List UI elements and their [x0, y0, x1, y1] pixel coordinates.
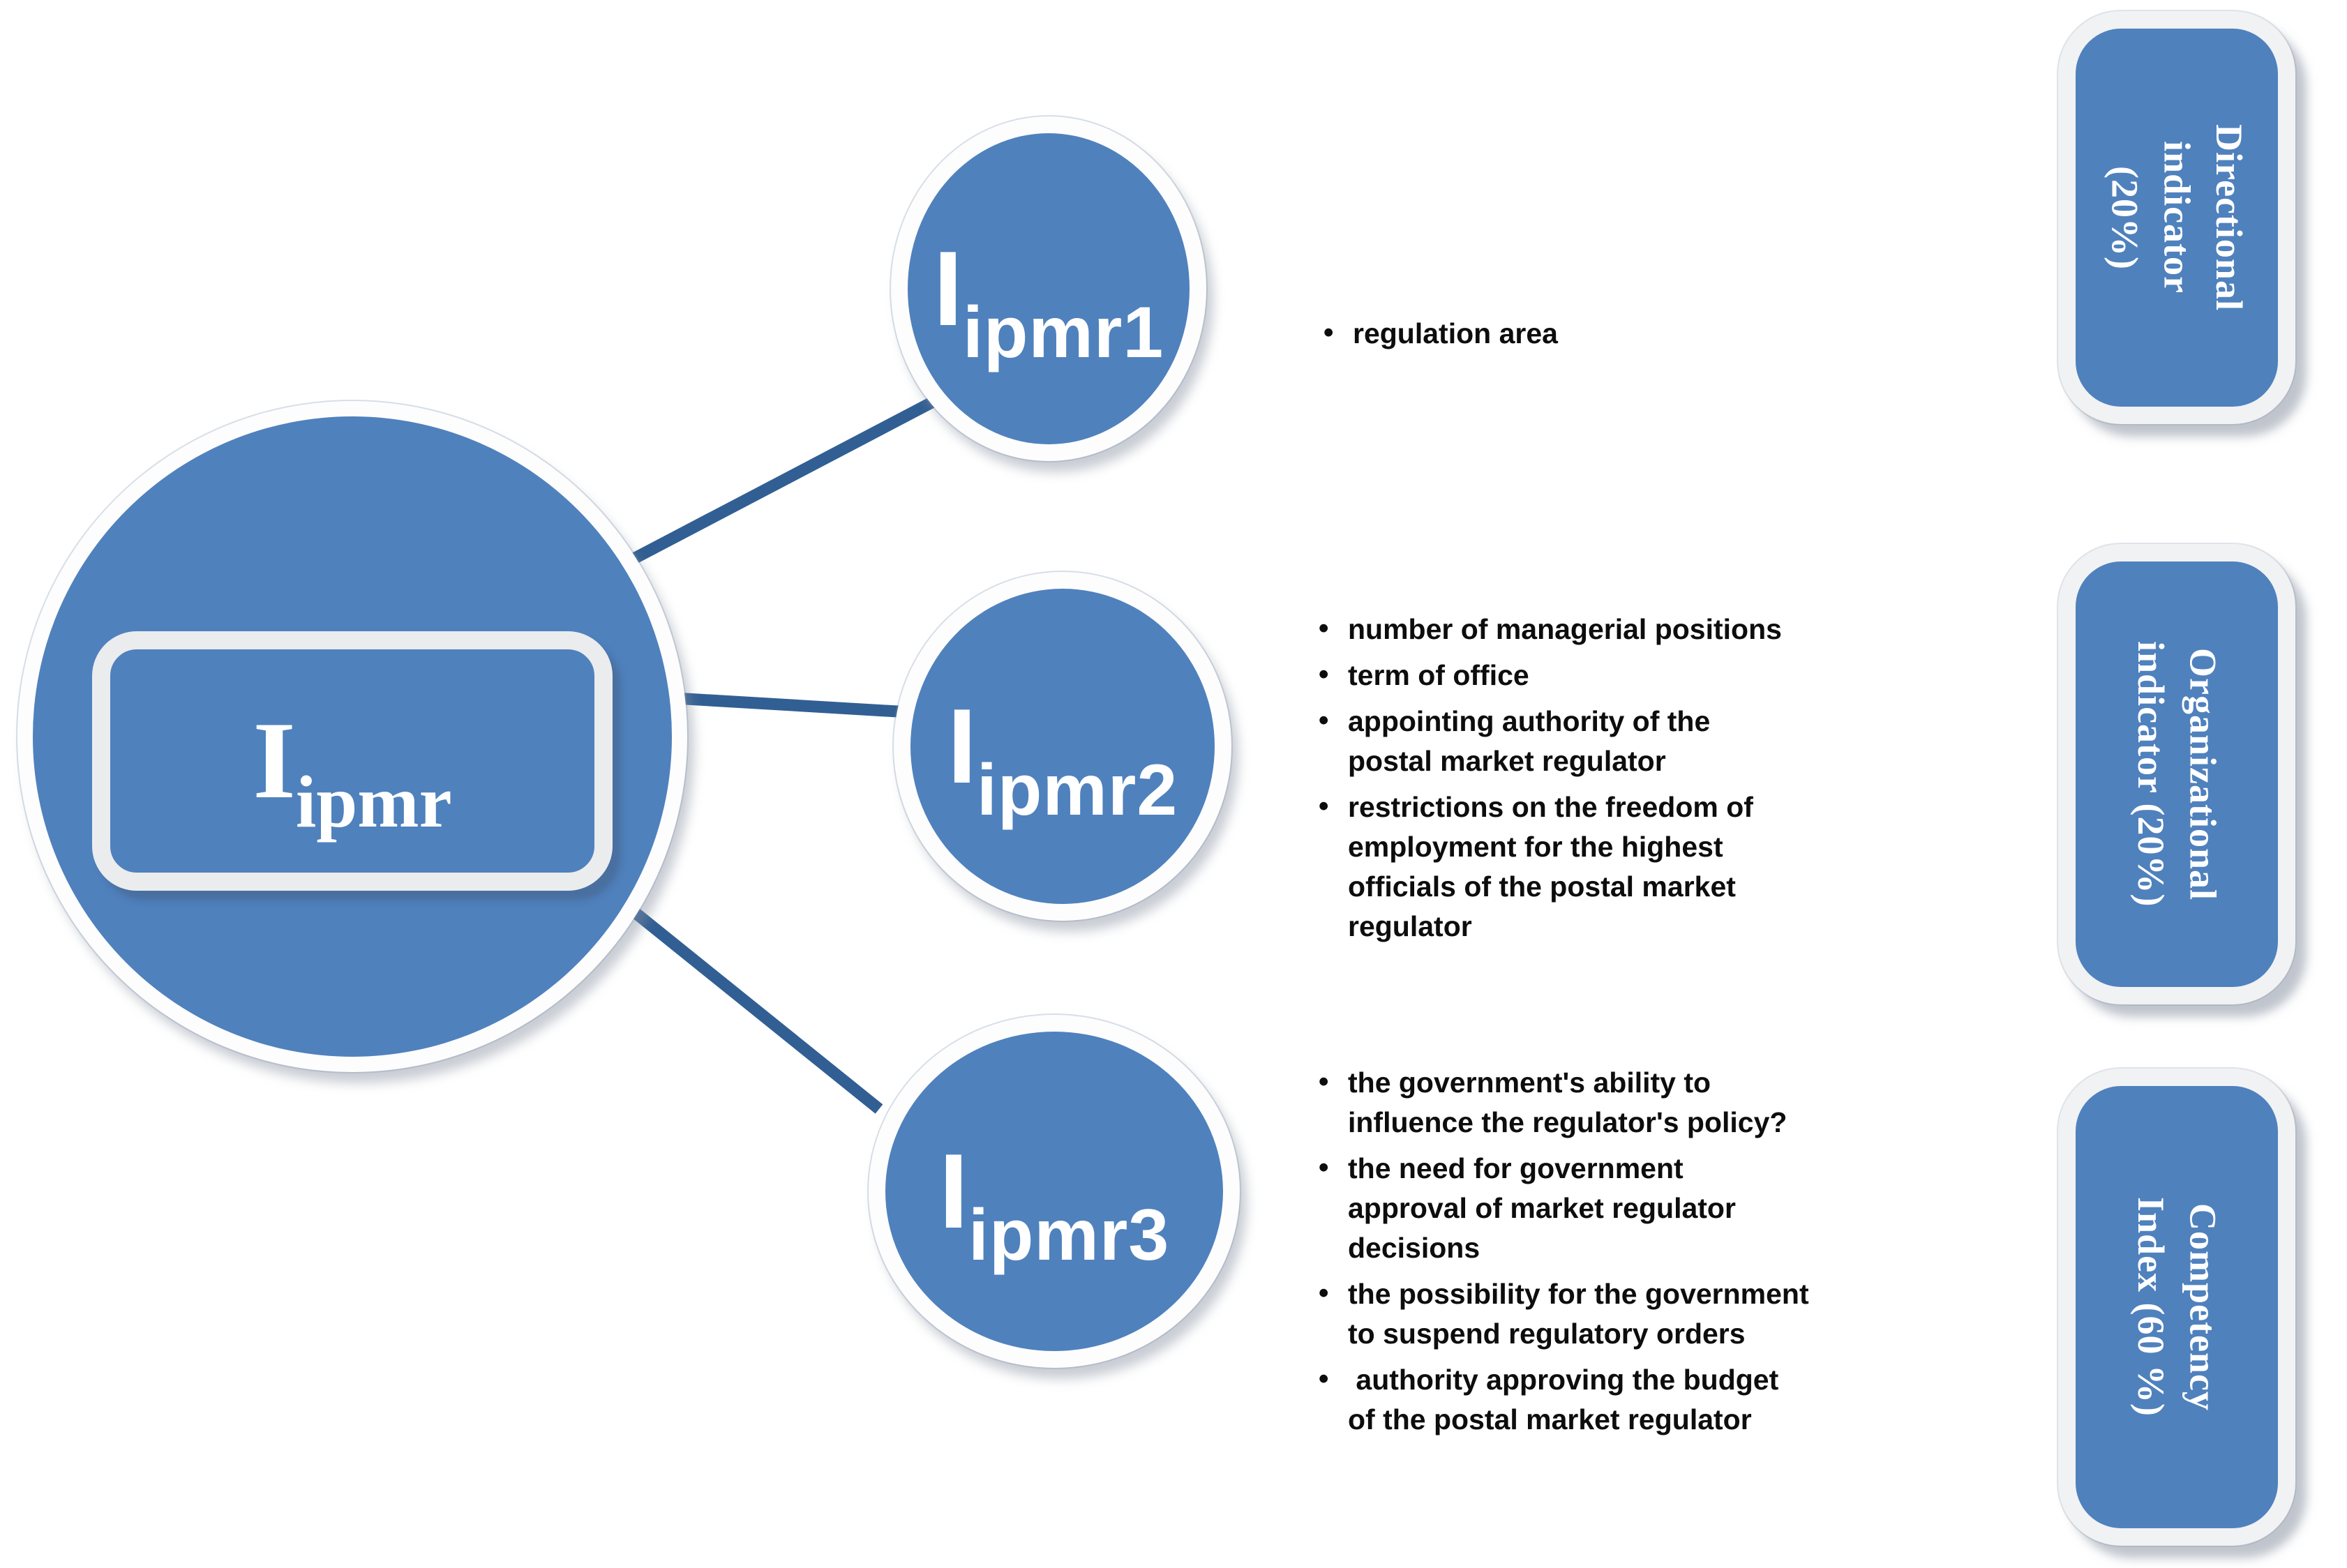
bullet-item: • the need for government approval of ma… — [1316, 1149, 1846, 1268]
root-subscript: ipmr — [295, 761, 452, 843]
category-box-directional-indicator: Directional indicator (20%) — [2058, 11, 2295, 424]
bullet-item: • the government's ability to influence … — [1316, 1063, 1846, 1143]
node-ipmr2-circle: I ipmr2 — [894, 572, 1231, 921]
bullet-item: • term of office — [1316, 656, 1846, 695]
node-ipmr1-label: I ipmr1 — [933, 229, 1164, 369]
bullet-item: • restrictions on the freedom of employm… — [1316, 787, 1846, 947]
node-ipmr1-circle: I ipmr1 — [891, 116, 1206, 461]
bullet-list-ipmr1: • regulation area — [1321, 314, 1851, 360]
bullet-list-ipmr2: • number of managerial positions • term … — [1316, 610, 1846, 953]
bullet-marker: • — [1319, 1276, 1329, 1309]
root-node-rect: I ipmr — [92, 631, 613, 891]
category-box-organizational-indicator: Organizational indicator (20%) — [2058, 544, 2295, 1004]
node-ipmr2-label: I ipmr2 — [947, 687, 1178, 827]
bullet-marker: • — [1324, 316, 1334, 348]
node-ipmr3-symbol: I — [938, 1132, 968, 1251]
category-box-competency-label: Competency Index (60 %) — [2130, 1197, 2224, 1417]
bullet-marker: • — [1319, 704, 1329, 736]
bullet-marker: • — [1319, 1151, 1329, 1183]
node-ipmr2-symbol: I — [947, 687, 977, 806]
bullet-list-ipmr3: • the government's ability to influence … — [1316, 1063, 1846, 1446]
root-symbol: I — [253, 700, 296, 822]
connector-root-to-ipmr1 — [622, 393, 941, 569]
category-box-competency-index: Competency Index (60 %) — [2058, 1069, 2295, 1546]
node-ipmr3-circle: I ipmr3 — [869, 1015, 1240, 1368]
bullet-item: • regulation area — [1321, 314, 1851, 354]
node-ipmr3-subscript: ipmr3 — [968, 1195, 1170, 1276]
bullet-item: • the possibility for the government to … — [1316, 1274, 1846, 1354]
bullet-marker: • — [1319, 790, 1329, 822]
bullet-marker: • — [1319, 1362, 1329, 1394]
bullet-item: • number of managerial positions — [1316, 610, 1846, 649]
root-node-label: I ipmr — [253, 700, 451, 839]
bullet-item: • appointing authority of the postal mar… — [1316, 702, 1846, 781]
category-box-directional-label: Directional indicator (20%) — [2104, 124, 2250, 311]
bullet-marker: • — [1319, 1065, 1329, 1097]
connector-root-to-ipmr3 — [613, 894, 883, 1114]
node-ipmr1-symbol: I — [933, 229, 963, 348]
node-ipmr3-label: I ipmr3 — [938, 1132, 1169, 1272]
node-ipmr2-subscript: ipmr2 — [977, 750, 1178, 831]
bullet-marker: • — [1319, 612, 1329, 644]
bullet-item: • authority approving the budget of the … — [1316, 1360, 1846, 1440]
category-box-organizational-label: Organizational indicator (20%) — [2130, 641, 2224, 907]
connector-root-to-ipmr2 — [662, 691, 922, 719]
node-ipmr1-subscript: ipmr1 — [963, 292, 1164, 373]
bullet-marker: • — [1319, 658, 1329, 690]
